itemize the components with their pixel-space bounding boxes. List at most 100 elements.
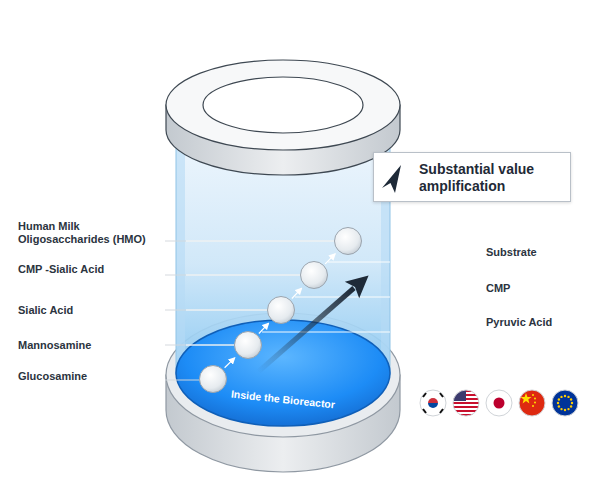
substance-label: Mannosamine [18, 339, 168, 352]
leader-line [295, 297, 390, 298]
substance-label: Glucosamine [18, 370, 168, 383]
flag-detail [440, 393, 443, 397]
flag-detail [428, 403, 438, 408]
leader-lines [186, 241, 390, 345]
step-arrow [225, 358, 235, 368]
flag-disc [486, 390, 512, 416]
node-outline [175, 319, 391, 427]
flag-detail [452, 390, 480, 392]
flag-stars [557, 395, 573, 411]
leader-line [186, 241, 336, 242]
substance-label: Pyruvic Acid [486, 316, 586, 329]
liquid-surface [176, 320, 390, 426]
step-arrow [292, 288, 302, 298]
leader-line [186, 275, 301, 276]
flag-detail [564, 409, 566, 411]
flag-detail [521, 393, 532, 403]
flag-detail [452, 402, 480, 404]
flag-korea [420, 390, 446, 416]
flag-detail [452, 398, 480, 400]
leader-line [165, 310, 268, 311]
flag-detail [532, 405, 534, 407]
flag-detail [534, 398, 536, 400]
leader-line [186, 310, 268, 311]
flag-detail [558, 398, 560, 400]
flag-detail [570, 405, 572, 407]
flag-detail [440, 409, 443, 413]
flag-detail [423, 409, 426, 413]
leader-line [262, 332, 390, 333]
glass-outline [390, 128, 391, 375]
step-arrow [259, 323, 269, 333]
flag-detail [534, 402, 536, 404]
flag-detail [567, 408, 569, 410]
flag-detail [452, 389, 480, 417]
flag-detail [560, 408, 562, 410]
top-cap-opening [203, 77, 363, 133]
flag-detail [567, 396, 569, 398]
flag-detail [560, 396, 562, 398]
flag-detail [532, 394, 534, 396]
molecule-bubble [301, 262, 328, 289]
node-text: Inside the Bioreactor [175, 382, 391, 418]
growth-arrow-head [345, 276, 369, 299]
flag-disc [519, 390, 545, 416]
bioreactor-liquid: Inside the Bioreactor [175, 319, 391, 427]
flag-body [423, 393, 443, 413]
flag-japan [486, 390, 512, 416]
flag-usa [452, 389, 480, 417]
flag-detail [564, 395, 566, 397]
callout-arrow-icon [382, 165, 401, 193]
flag-detail [428, 398, 438, 403]
substance-label: Human Milk Oligosaccharides (HMO) [18, 220, 168, 246]
molecule-bubble [335, 228, 362, 255]
leader-line [165, 345, 235, 346]
flag-detail [452, 414, 480, 416]
flag-detail [557, 402, 559, 404]
molecule-bubbles [200, 228, 362, 393]
flag-detail [570, 398, 572, 400]
glass-edge [381, 128, 390, 375]
step-arrows [225, 254, 336, 368]
glass-outline [176, 128, 177, 375]
leader-line [165, 241, 336, 242]
flag-detail [423, 393, 426, 397]
flag-detail [558, 405, 560, 407]
growth-arrow-shaft [258, 288, 354, 372]
molecule-bubble [235, 332, 262, 359]
leader-line [165, 380, 200, 381]
molecule-bubble [268, 297, 295, 324]
molecule-bubble [200, 366, 227, 393]
leader-line [186, 345, 235, 346]
flag-detail [452, 394, 480, 396]
flag-body [452, 389, 480, 417]
leader-line [165, 275, 301, 276]
flag-detail [452, 389, 466, 401]
leader-line [328, 262, 390, 263]
flag-disc [420, 390, 446, 416]
flag-detail [494, 398, 505, 409]
step-arrow [325, 254, 335, 264]
node-text: Substantial value amplification [419, 161, 569, 195]
leader-lines [165, 241, 336, 380]
substance-label: Substrate [486, 246, 586, 259]
flag-eu [552, 390, 578, 416]
flag-disc [453, 390, 479, 416]
flag-disc [552, 390, 578, 416]
flag-detail [452, 410, 480, 412]
flag-detail [571, 402, 573, 404]
callout-box: Substantial value amplification [373, 152, 571, 202]
top-cap-top [166, 60, 400, 150]
flag-detail [452, 406, 480, 408]
flag-body [521, 393, 537, 407]
substance-label: CMP [486, 282, 586, 295]
flag-china [519, 390, 545, 416]
substance-label: Sialic Acid [18, 304, 168, 317]
substance-label: CMP -Sialic Acid [18, 263, 168, 276]
